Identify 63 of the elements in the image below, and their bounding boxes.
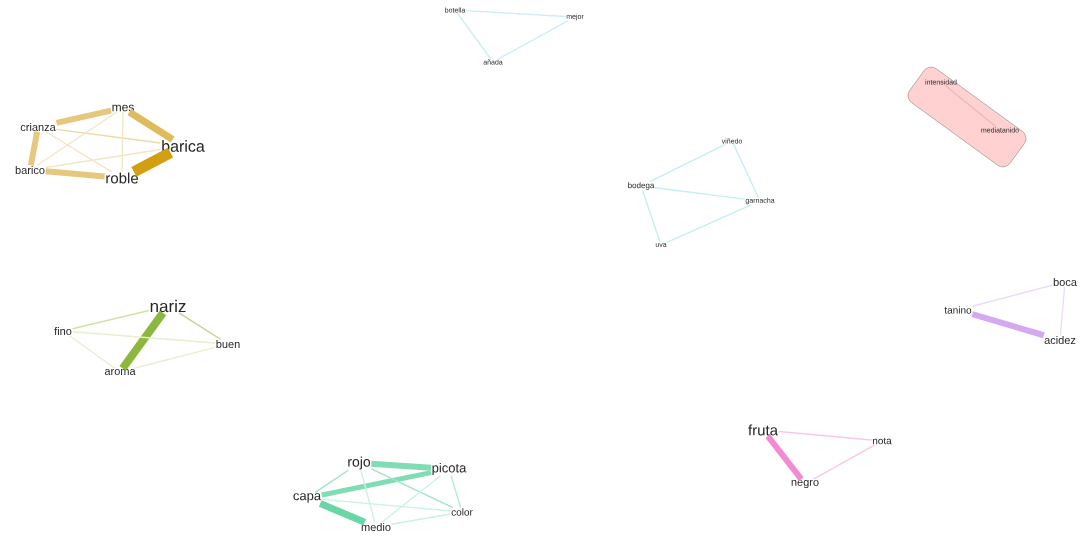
word-label: acidez	[1044, 335, 1076, 345]
connector-line	[27, 131, 41, 166]
connector-line	[318, 500, 367, 526]
connector-line	[765, 434, 804, 482]
connector-line	[321, 470, 432, 498]
connector-line	[732, 143, 759, 198]
connector-line	[119, 310, 167, 371]
word-label: tanino	[944, 306, 972, 314]
connector-line	[68, 335, 116, 369]
connector-line	[971, 284, 1054, 307]
word-label: nariz	[150, 299, 186, 313]
word-label: negro	[791, 479, 819, 489]
connector-line	[133, 346, 216, 369]
word-label: capa	[293, 493, 322, 503]
connector-line	[131, 147, 174, 177]
connector-line	[321, 498, 452, 512]
connector-line	[178, 312, 222, 340]
connector-line	[314, 469, 349, 494]
word-label: nota	[872, 437, 892, 445]
word-label: fino	[54, 326, 72, 336]
connector-line	[121, 111, 124, 173]
connector-line	[456, 12, 492, 60]
connector-line	[71, 331, 216, 344]
word-label: picota	[432, 462, 467, 476]
connector-line	[666, 204, 752, 244]
word-label: medio	[361, 522, 391, 532]
word-label: barico	[15, 165, 45, 175]
connector-line	[778, 430, 873, 441]
connector-line	[450, 475, 462, 509]
connector-line	[971, 311, 1045, 339]
word-label: mes	[112, 104, 134, 112]
connector-line	[127, 109, 175, 143]
word-label: buen	[216, 339, 240, 349]
connector-line	[391, 513, 452, 525]
connector-line	[465, 9, 567, 18]
connector-line	[1059, 286, 1066, 336]
word-label: bodega	[628, 182, 655, 190]
connector-line	[360, 469, 376, 523]
word-label: crianza	[20, 122, 56, 132]
rounded-box	[907, 66, 1027, 167]
connector-line	[649, 143, 727, 183]
connector-line	[371, 460, 432, 471]
connector-line	[45, 131, 113, 173]
connector-line	[55, 128, 162, 144]
connector-line	[641, 189, 661, 244]
word-label: color	[451, 508, 473, 516]
connector-line	[55, 107, 112, 126]
connector-line	[370, 468, 454, 509]
word-label: barica	[162, 140, 205, 152]
word-label: fruta	[748, 424, 778, 436]
word-label: rojo	[348, 456, 371, 470]
connector-line	[71, 309, 150, 330]
word-label: aroma	[104, 369, 136, 375]
connector-line	[812, 444, 876, 480]
word-label: boca	[1053, 277, 1077, 287]
connector-line	[654, 187, 746, 200]
connector-line	[36, 111, 118, 166]
connector-line	[944, 84, 997, 128]
connector-line	[45, 148, 162, 169]
connector-line	[45, 168, 105, 180]
word-label: roble	[106, 172, 138, 184]
connector-line	[381, 475, 442, 523]
connector-line	[498, 20, 569, 60]
